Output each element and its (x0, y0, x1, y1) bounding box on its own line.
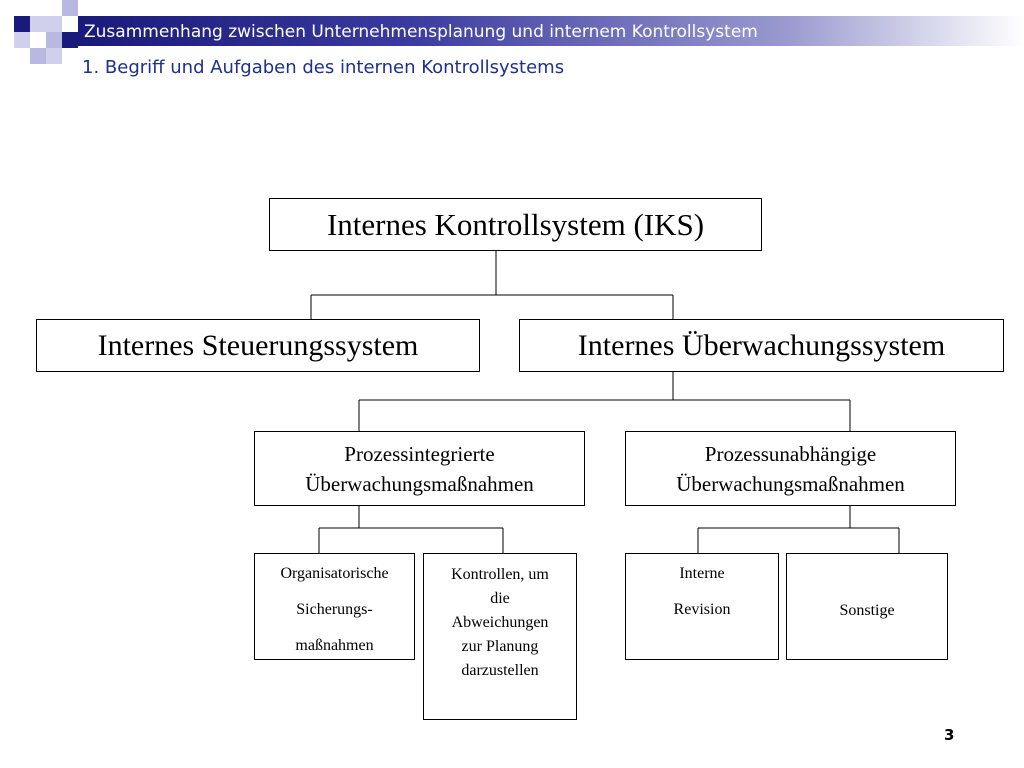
box-label: Prozessintegrierte Überwachungsmaßnahmen (305, 441, 534, 496)
deco-square (14, 16, 30, 32)
box-label: Organisatorische Sicherungs- maßnahmen (280, 565, 389, 654)
deco-square (62, 32, 78, 48)
box-label: Internes Steuerungssystem (97, 328, 419, 362)
box-interne-revision: Interne Revision (625, 553, 779, 660)
page-number: 3 (944, 726, 955, 744)
box-label: Interne Revision (673, 565, 731, 618)
box-internes-kontrollsystem: Internes Kontrollsystem (IKS) (269, 198, 762, 251)
header-bar (78, 16, 1024, 46)
box-internes-steuerungssystem: Internes Steuerungssystem (36, 319, 480, 372)
deco-square (46, 16, 62, 32)
deco-square (14, 32, 30, 48)
box-internes-ueberwachungssystem: Internes Überwachungssystem (519, 319, 1004, 372)
box-label: Prozessunabhängige Überwachungsmaßnahmen (676, 441, 905, 496)
box-sonstige: Sonstige (786, 553, 948, 660)
box-label: Sonstige (839, 602, 895, 619)
deco-square (30, 16, 46, 32)
deco-square (30, 48, 46, 64)
box-prozessunabhaengige-massnahmen: Prozessunabhängige Überwachungsmaßnahmen (625, 431, 956, 506)
box-kontrollen: Kontrollen, um die Abweichungen zur Plan… (423, 553, 577, 720)
slide-subtitle: 1. Begriff und Aufgaben des internen Kon… (82, 57, 565, 78)
deco-square (62, 0, 78, 16)
slide-header-title: Zusammenhang zwischen Unternehmensplanun… (84, 22, 758, 42)
box-prozessintegrierte-massnahmen: Prozessintegrierte Überwachungsmaßnahmen (254, 431, 585, 506)
deco-square (46, 48, 62, 64)
box-label: Kontrollen, um die Abweichungen zur Plan… (451, 566, 549, 679)
box-label: Internes Kontrollsystem (IKS) (326, 206, 705, 242)
box-organisatorische-sicherungsmassnahmen: Organisatorische Sicherungs- maßnahmen (254, 553, 415, 660)
box-label: Internes Überwachungssystem (577, 328, 946, 362)
deco-square (46, 32, 62, 48)
